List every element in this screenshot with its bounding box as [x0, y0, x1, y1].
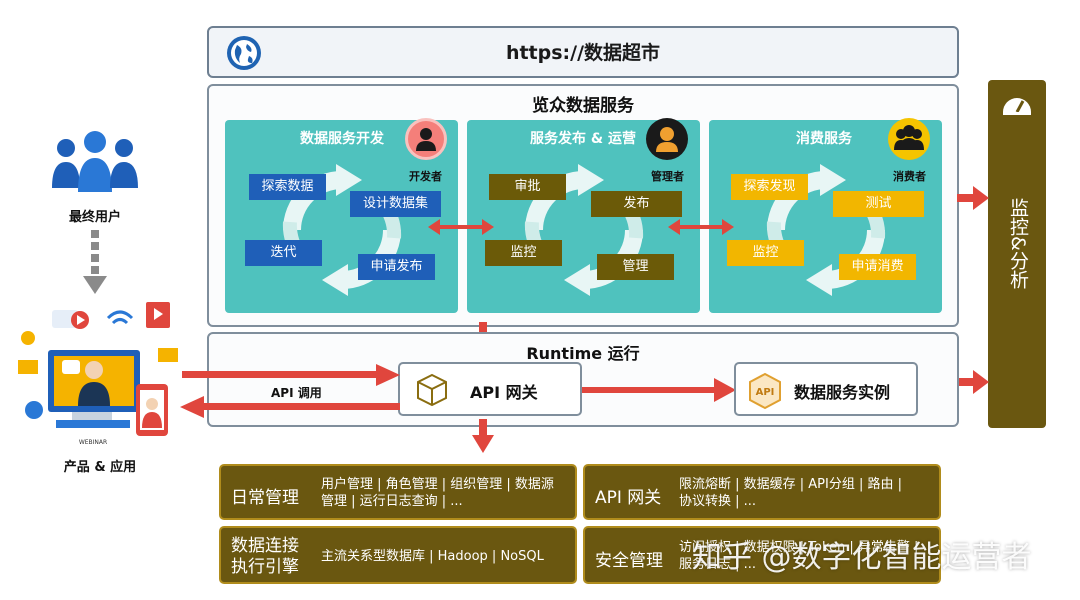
data-service-instance-box[interactable]: API 数据服务实例 [734, 362, 918, 416]
chip-approve[interactable]: 审批 [489, 174, 566, 200]
panel-dev-title: 数据服务开发 [300, 131, 384, 147]
chip-discover[interactable]: 探索发现 [731, 174, 808, 200]
panel-consume-title: 消费服务 [796, 131, 852, 147]
panel-link-arrow-2 [668, 219, 734, 235]
daily-management-title: 日常管理 [231, 488, 299, 508]
api-badge-icon: API [749, 372, 781, 410]
panel-link-arrow-1 [428, 219, 494, 235]
users-to-products-arrow [83, 230, 107, 294]
api-gateway-box[interactable]: API 网关 [398, 362, 582, 416]
gauge-icon [1003, 98, 1031, 115]
monitor-analysis-panel: 监控&分析 [988, 80, 1046, 428]
developer-icon [405, 118, 447, 160]
chip-explore-data[interactable]: 探索数据 [249, 174, 326, 200]
chip-monitor-ops[interactable]: 监控 [485, 240, 562, 266]
chip-design-dataset[interactable]: 设计数据集 [350, 191, 441, 217]
data-connect-engine-desc: 主流关系型数据库 | Hadoop | NoSQL [321, 549, 544, 564]
manager-icon [646, 118, 688, 160]
consumers-icon [888, 118, 930, 160]
panel-ops-title: 服务发布 & 运营 [530, 131, 636, 147]
chip-apply-publish[interactable]: 申请发布 [358, 254, 435, 280]
watermark: 知乎 @数字化智能运营者 [692, 540, 1032, 575]
daily-management-box: 日常管理 用户管理 | 角色管理 | 组织管理 | 数据源管理 | 运行日志查询… [219, 464, 577, 520]
runtime-to-bottom-arrow [472, 419, 494, 453]
manager-label: 管理者 [651, 170, 684, 183]
service-title: 览众数据服务 [532, 96, 634, 116]
globe-icon [227, 36, 261, 70]
webinar-text: WEBINAR [79, 439, 107, 446]
gateway-to-instance-arrow [582, 378, 736, 402]
api-call-request-arrow [182, 364, 400, 386]
users-icon [52, 131, 138, 192]
chip-apply-consume[interactable]: 申请消费 [839, 254, 916, 280]
consumer-label: 消费者 [893, 170, 926, 183]
url-bar[interactable]: https://数据超市 [207, 26, 959, 78]
security-management-desc: 访问授权 | 数据权限 | Token | 异常告警 | 服务日志 | ... [679, 540, 919, 572]
api-call-response-arrow [180, 396, 400, 418]
api-call-label: API 调用 [271, 386, 322, 400]
products-label: 产品 & 应用 [63, 460, 137, 475]
cube-icon [417, 373, 447, 407]
data-connect-engine-box: 数据连接执行引擎 主流关系型数据库 | Hadoop | NoSQL [219, 526, 577, 584]
chip-monitor-consume[interactable]: 监控 [727, 240, 804, 266]
api-gateway-cap-desc: 限流熔断 | 数据缓存 | API分组 | 路由 | 协议转换 | ... [679, 477, 903, 509]
api-gateway-cap-title: API 网关 [595, 488, 662, 508]
security-management-title: 安全管理 [595, 551, 663, 571]
chip-test[interactable]: 测试 [833, 191, 924, 217]
security-management-box: 安全管理 访问授权 | 数据权限 | Token | 异常告警 | 服务日志 |… [583, 526, 941, 584]
product-illustration: WEBINAR [18, 302, 178, 446]
runtime-to-monitor-arrow [957, 370, 989, 394]
service-to-monitor-arrow [957, 186, 989, 210]
api-gateway-label: API 网关 [470, 383, 538, 402]
api-gateway-cap-box: API 网关 限流熔断 | 数据缓存 | API分组 | 路由 | 协议转换 |… [583, 464, 941, 520]
developer-label: 开发者 [409, 170, 442, 183]
chip-manage[interactable]: 管理 [597, 254, 674, 280]
data-service-instance-label: 数据服务实例 [794, 383, 891, 402]
url-text: https://数据超市 [505, 42, 661, 64]
daily-management-desc: 用户管理 | 角色管理 | 组织管理 | 数据源管理 | 运行日志查询 | ..… [321, 477, 554, 509]
monitor-analysis-label: 监控&分析 [1007, 198, 1029, 289]
data-connect-engine-title: 数据连接执行引擎 [231, 536, 299, 577]
chip-iterate[interactable]: 迭代 [245, 240, 322, 266]
svg-text:API: API [756, 387, 775, 398]
end-users-label: 最终用户 [68, 210, 121, 225]
runtime-title: Runtime 运行 [526, 344, 640, 363]
end-users-group: 最终用户 [40, 130, 150, 225]
chip-release[interactable]: 发布 [591, 191, 682, 217]
